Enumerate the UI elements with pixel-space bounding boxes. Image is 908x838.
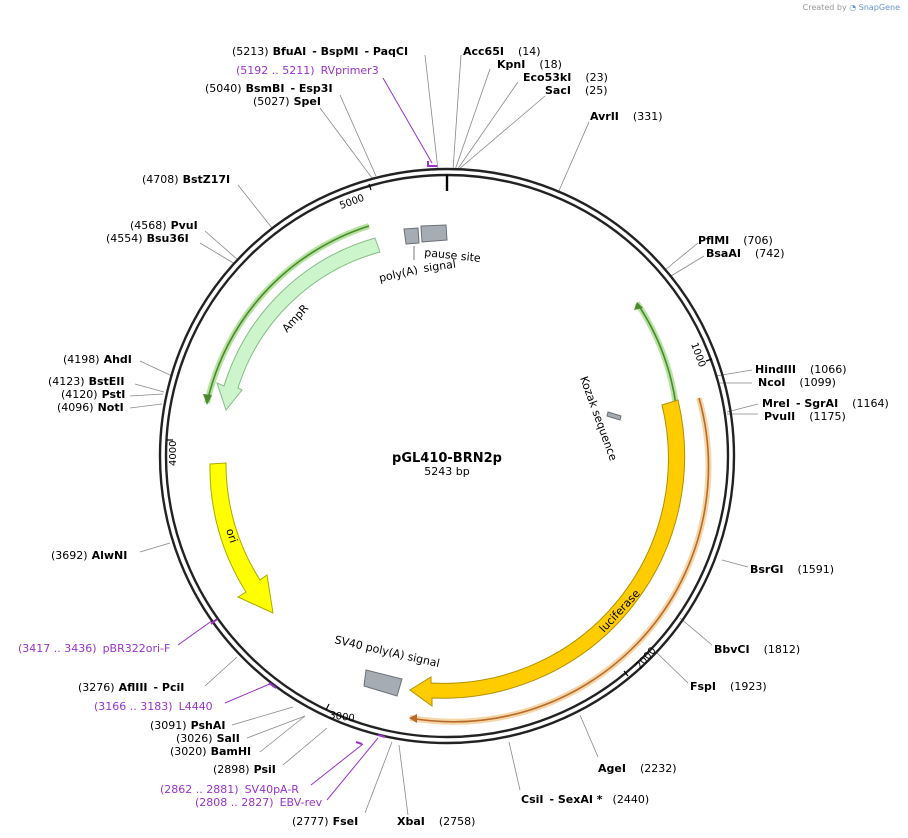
- primer-l4440: (3166 .. 3183)L4440: [94, 700, 213, 713]
- enzyme-hindiii: HindIII(1066): [755, 363, 847, 376]
- ampr-line-arrowhead: [203, 394, 212, 405]
- enzyme-bsteii: (4123)BstEII: [48, 375, 124, 388]
- plasmid-name: pGL410-BRN2p: [392, 451, 502, 466]
- enzyme-bamhi: (3020)BamHI: [170, 745, 251, 758]
- sv40-polya-label: SV40 poly(A) signal: [333, 633, 441, 670]
- enzyme-bsmbi: (5040)BsmBI- Esp3I: [205, 82, 333, 95]
- enzyme-pvui: (4568)PvuI: [130, 219, 198, 232]
- enzyme-pvuii: PvuII(1175): [764, 410, 846, 423]
- label-connectors: [129, 54, 759, 816]
- enzyme-afliii: (3276)AflIII- PciI: [78, 681, 184, 694]
- ori-arrow: [209, 462, 274, 614]
- ori-label: ori: [223, 527, 240, 545]
- snapgene-logo: ◔: [849, 3, 857, 12]
- enzyme-csii: CsiI- SexAI *(2440): [521, 793, 649, 806]
- orf-line-arrowhead: [409, 714, 417, 723]
- enzyme-xbai: XbaI(2758): [397, 815, 475, 828]
- enzyme-ahdi: (4198)AhdI: [63, 353, 132, 366]
- pause-site-label: pause site: [424, 246, 482, 265]
- enzyme-noti: (4096)NotI: [57, 401, 124, 414]
- enzyme-avrii: AvrII(331): [590, 110, 663, 123]
- luciferase-arrow: [409, 399, 686, 707]
- primer-ebv-rev: (2808 .. 2827)EBV-rev: [195, 796, 323, 809]
- tick-3000: 3000: [329, 710, 356, 724]
- enzyme-ncoi: NcoI(1099): [758, 376, 836, 389]
- primer-rvprimer3: (5192 .. 5211)RVprimer3: [236, 64, 379, 77]
- enzyme-bfuai: (5213)BfuAI- BspMI- PaqCI: [232, 45, 408, 58]
- tick-2000: 2000: [634, 645, 659, 672]
- primer-pbr322ori-f: (3417 .. 3436)pBR322ori-F: [18, 642, 170, 655]
- enzyme-bsu36i: (4554)Bsu36I: [106, 232, 189, 245]
- primer-connectors: [177, 77, 433, 801]
- kozak-label: Kozak sequence: [577, 375, 620, 463]
- polya-box: [403, 227, 420, 245]
- ampr-line: [206, 225, 370, 404]
- enzyme-pshai: (3091)PshAI: [150, 719, 225, 732]
- primer-marks: [210, 161, 437, 745]
- enzyme-acc65i: Acc65I(14): [463, 45, 541, 58]
- polya-label-signal: signal: [423, 258, 457, 275]
- credit-brand: SnapGene: [858, 3, 900, 12]
- orf-highlight: [409, 397, 712, 725]
- backbone-outer: [158, 167, 736, 745]
- enzyme-mrei: MreI- SgrAI(1164): [762, 397, 889, 410]
- enzyme-alwni: (3692)AlwNI: [51, 549, 127, 562]
- enzyme-sali: (3026)SalI: [176, 732, 240, 745]
- enzyme-psti: (4120)PstI: [61, 388, 125, 401]
- tick-marks: [167, 183, 713, 711]
- enzyme-bsaai: BsaAI(742): [706, 247, 785, 260]
- promoter-line-arrowhead: [634, 302, 643, 310]
- enzyme-spei: (5027)SpeI: [253, 95, 321, 108]
- enzyme-labels-left: (5213)BfuAI- BspMI- PaqCI (5040)BsmBI- E…: [48, 45, 408, 828]
- enzyme-eco53ki: Eco53kI(23): [523, 71, 608, 84]
- credit-prefix: Created by: [802, 3, 847, 12]
- enzyme-bstz17i: (4708)BstZ17I: [142, 173, 230, 186]
- enzyme-pflmi: PflMI(706): [698, 234, 773, 247]
- polya-label: poly(A): [378, 263, 419, 285]
- snapgene-credit: Created by ◔ SnapGene: [803, 3, 900, 12]
- enzyme-fsei: (2777)FseI: [292, 815, 358, 828]
- tick-4000: 4000: [168, 441, 179, 466]
- enzyme-psii: (2898)PsiI: [213, 763, 276, 776]
- luciferase-label: luciferase: [597, 587, 643, 635]
- enzyme-agei: AgeI(2232): [598, 762, 677, 775]
- plasmid-size: 5243 bp: [424, 465, 469, 478]
- enzyme-fspi: FspI(1923): [690, 680, 767, 693]
- pause-site-box: [420, 224, 448, 243]
- enzyme-saci: SacI(25): [545, 84, 608, 97]
- kozak-box: [606, 411, 622, 421]
- enzyme-bsrgi: BsrGI(1591): [750, 563, 834, 576]
- enzyme-labels-right: Acc65I(14) KpnI(18) Eco53kI(23) SacI(25)…: [397, 45, 889, 828]
- ampr-arrow: [216, 237, 381, 412]
- primer-sv40pa-r: (2862 .. 2881)SV40pA-R: [160, 783, 299, 796]
- primer-labels: (5192 .. 5211)RVprimer3 (3417 .. 3436)pB…: [18, 64, 379, 809]
- enzyme-bbvci: BbvCI(1812): [714, 643, 800, 656]
- sv40-polya-box: [363, 669, 403, 697]
- orf-line: [409, 397, 710, 723]
- enzyme-kpni: KpnI(18): [497, 58, 562, 71]
